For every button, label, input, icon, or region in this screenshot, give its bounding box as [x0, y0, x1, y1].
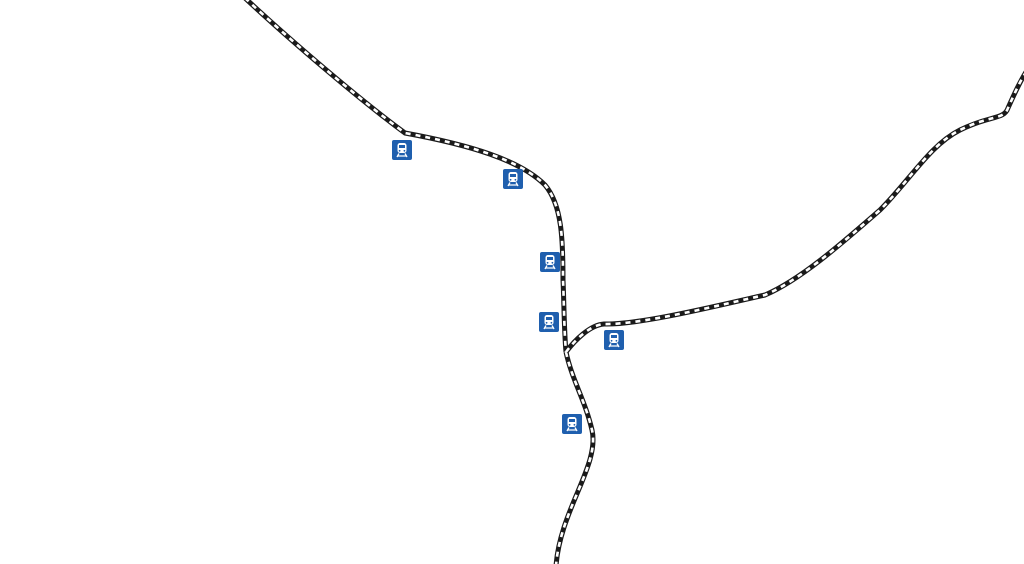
train-station-icon: [544, 255, 556, 270]
station-marker[interactable]: [604, 330, 624, 350]
train-station-icon: [566, 417, 578, 432]
train-station-icon: [396, 143, 408, 158]
railway-layer: [243, 0, 1024, 564]
station-marker[interactable]: [503, 169, 523, 189]
station-marker[interactable]: [540, 252, 560, 272]
station-marker[interactable]: [539, 312, 559, 332]
rail-line-west: [243, 0, 569, 353]
rail-line-east-dashes: [564, 72, 1024, 353]
rail-line-east-casing: [564, 70, 1024, 354]
rail-line-south-dashes: [554, 351, 595, 564]
rail-line-east: [564, 70, 1024, 354]
train-station-icon: [507, 172, 519, 187]
train-station-icon: [608, 333, 620, 348]
station-layer: [392, 140, 624, 434]
rail-line-south: [553, 351, 596, 564]
station-marker[interactable]: [562, 414, 582, 434]
train-station-icon: [543, 315, 555, 330]
station-marker[interactable]: [392, 140, 412, 160]
rail-line-west-dashes: [245, 0, 568, 353]
